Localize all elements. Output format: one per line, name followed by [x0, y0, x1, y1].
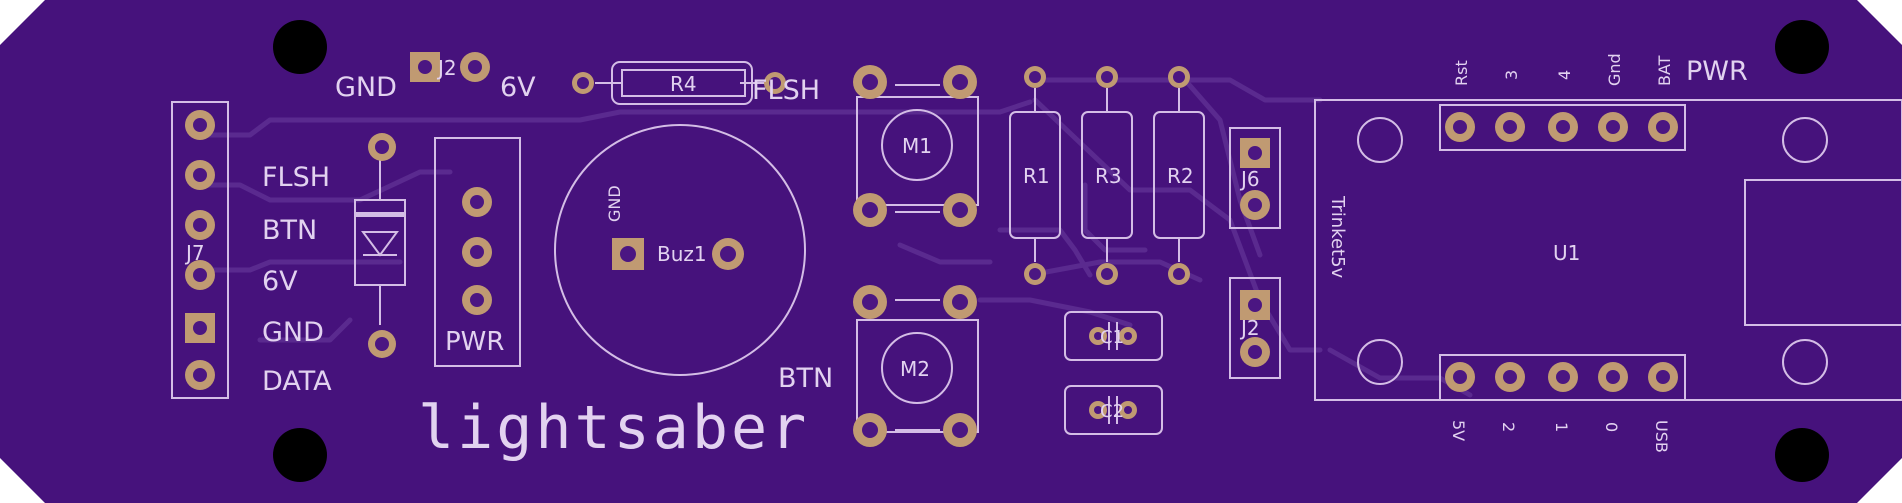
j7-pin-label-data: DATA	[262, 366, 332, 397]
traces	[192, 77, 1473, 398]
u1-bottom-pin-label-2: 2	[1499, 422, 1518, 432]
j7-pin-label-6v: 6V	[262, 266, 298, 297]
u1-top-pin-label-3: 3	[1502, 70, 1521, 80]
switch-m1-ref: M1	[902, 134, 932, 158]
u1-bottom-pin-label-0: 0	[1602, 422, 1621, 432]
flsh-label-top: FLSH	[752, 75, 820, 106]
jumper-j2-ref: J2	[1239, 316, 1260, 340]
resistor-r4: R4 FLSH	[572, 61, 820, 106]
buzzer-gnd-label: GND	[605, 185, 624, 222]
capacitor-c2: C2	[1064, 385, 1163, 435]
switch-m2-ref: M2	[900, 357, 930, 381]
mounting-holes	[273, 20, 1829, 482]
diode	[354, 133, 406, 358]
u1-bottom-pin-label-5v: 5V	[1449, 420, 1468, 441]
u1-bottom-pin-label-1: 1	[1552, 422, 1571, 432]
power-jumper-ref: J2	[436, 56, 457, 80]
jumper-j6-ref: J6	[1239, 167, 1260, 191]
power-jumper-top: J2 GND 6V	[335, 52, 536, 103]
mount-hole-bottom-left	[273, 428, 327, 482]
resistor-r2: R2	[1153, 66, 1205, 285]
switch-m1: M1	[853, 65, 979, 227]
j7-pin-label-btn: BTN	[262, 215, 317, 246]
j7-header: J7 FLSH BTN 6V GND DATA	[171, 101, 332, 399]
btn-label-m2: BTN	[778, 363, 833, 394]
board-title: lightsaber	[418, 393, 809, 463]
u1-mount-hole-br	[1782, 339, 1828, 385]
u1-bottom-pin-label-usb: USB	[1652, 420, 1671, 453]
j7-pin-label-gnd: GND	[262, 317, 324, 348]
resistor-r3: R3	[1081, 66, 1133, 285]
u1-ref: U1	[1553, 241, 1580, 265]
mount-hole-top-left	[273, 20, 327, 74]
u1-mount-hole-bl	[1357, 339, 1403, 385]
capacitor-c2-ref: C2	[1100, 401, 1124, 422]
resistor-r4-ref: R4	[670, 72, 697, 96]
mount-hole-bottom-right	[1775, 428, 1829, 482]
resistor-r1-ref: R1	[1023, 164, 1050, 188]
power-jumper-6v-label: 6V	[500, 72, 536, 103]
pwr-header-label: PWR	[445, 327, 504, 357]
u1-top-pin-label-bat: BAT	[1655, 55, 1674, 86]
buzzer: Buz1 GND	[554, 124, 806, 376]
j7-ref: J7	[184, 241, 205, 265]
u1-mount-hole-tl	[1357, 117, 1403, 163]
mount-hole-top-right	[1775, 20, 1829, 74]
resistor-r2-ref: R2	[1167, 164, 1194, 188]
jumper-j6: J6	[1229, 127, 1281, 229]
buzzer-ref: Buz1	[657, 242, 707, 266]
u1-part-label: Trinket5v	[1327, 195, 1348, 279]
capacitor-c1-ref: C1	[1100, 327, 1124, 348]
capacitor-c1: C1	[1064, 311, 1163, 361]
pwr-header: PWR	[434, 137, 521, 367]
u1-top-pin-label-rst: Rst	[1452, 60, 1471, 86]
switch-m2: M2 BTN	[778, 285, 979, 447]
u1-top-pin-label-gnd: Gnd	[1605, 53, 1624, 86]
resistor-r3-ref: R3	[1095, 164, 1122, 188]
u1-top-pin-label-4: 4	[1555, 70, 1574, 80]
module-u1: U1 Trinket5v PWR Rst 3 4 Gnd BAT 5V 2 1 …	[1314, 53, 1902, 453]
u1-mount-hole-tr	[1782, 117, 1828, 163]
power-jumper-gnd-label: GND	[335, 72, 397, 103]
u1-pwr-label: PWR	[1686, 56, 1748, 87]
jumper-j2: J2	[1229, 277, 1281, 379]
resistor-r1: R1	[1009, 66, 1061, 285]
j7-pin-label-flsh: FLSH	[262, 162, 330, 193]
